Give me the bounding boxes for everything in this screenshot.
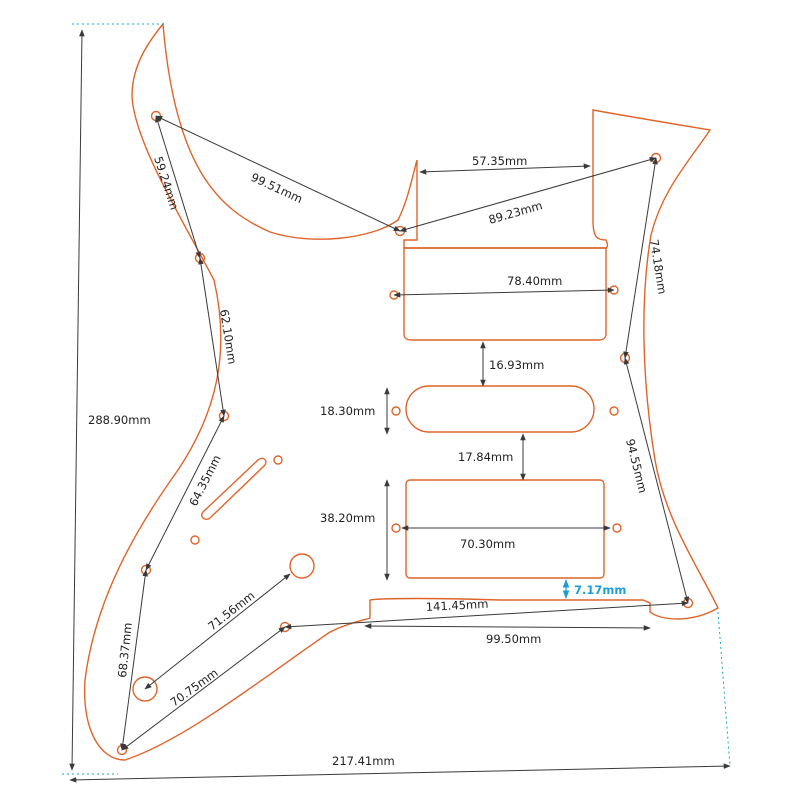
label-neck-pocket-width: 57.35mm bbox=[472, 154, 527, 168]
label-bridge-cut-width: 99.50mm bbox=[486, 632, 541, 646]
label-horn-to-neck-hole: 99.51mm bbox=[249, 170, 305, 206]
label-gap-middle-bridge: 17.84mm bbox=[458, 450, 513, 464]
label-bridge-pickup-holes: 70.30mm bbox=[460, 537, 515, 551]
label-treble-side-upper: 74.18mm bbox=[647, 238, 669, 295]
switch-screw-hole bbox=[190, 535, 200, 545]
extension-lines bbox=[62, 23, 731, 775]
hole-dimension-lines bbox=[120, 115, 690, 751]
neck-pickup-cavity bbox=[403, 247, 607, 341]
label-single-coil-height: 18.30mm bbox=[320, 404, 375, 418]
label-pickup-to-bridge-cut: 7.17mm bbox=[574, 583, 626, 597]
switch-screw-hole bbox=[273, 455, 283, 465]
middle-pickup-cavity bbox=[405, 385, 595, 433]
label-lower-left-holes: 68.37mm bbox=[115, 622, 135, 678]
label-gap-neck-middle: 16.93mm bbox=[489, 358, 544, 372]
label-bottom-holes: 141.45mm bbox=[425, 597, 488, 614]
label-neck-pickup-holes: 78.40mm bbox=[507, 274, 562, 288]
bridge-pickup-cavity bbox=[405, 479, 605, 579]
label-treble-side-lower: 94.55mm bbox=[623, 437, 650, 494]
label-bottom-left-to-control: 70.75mm bbox=[168, 666, 221, 710]
dimension-labels: 288.90mm 217.41mm 99.51mm 57.35mm 89.23m… bbox=[88, 154, 670, 768]
pickguard-outline bbox=[83, 22, 719, 761]
label-neck-to-treble-hole: 89.23mm bbox=[487, 198, 544, 227]
label-overall-height: 288.90mm bbox=[88, 413, 151, 427]
pickup-screw-hole bbox=[612, 523, 622, 533]
label-overall-width: 217.41mm bbox=[332, 754, 395, 768]
pickup-screw-hole bbox=[609, 406, 619, 416]
label-bridge-pickup-height: 38.20mm bbox=[320, 511, 375, 525]
volume-pot-hole bbox=[289, 553, 315, 579]
overall-dimension-lines bbox=[69, 29, 731, 783]
label-control-to-jack: 71.56mm bbox=[205, 588, 257, 633]
pickup-screw-hole bbox=[391, 523, 401, 533]
pickguard-body-outline bbox=[83, 22, 719, 761]
pickup-screw-hole bbox=[391, 406, 401, 416]
